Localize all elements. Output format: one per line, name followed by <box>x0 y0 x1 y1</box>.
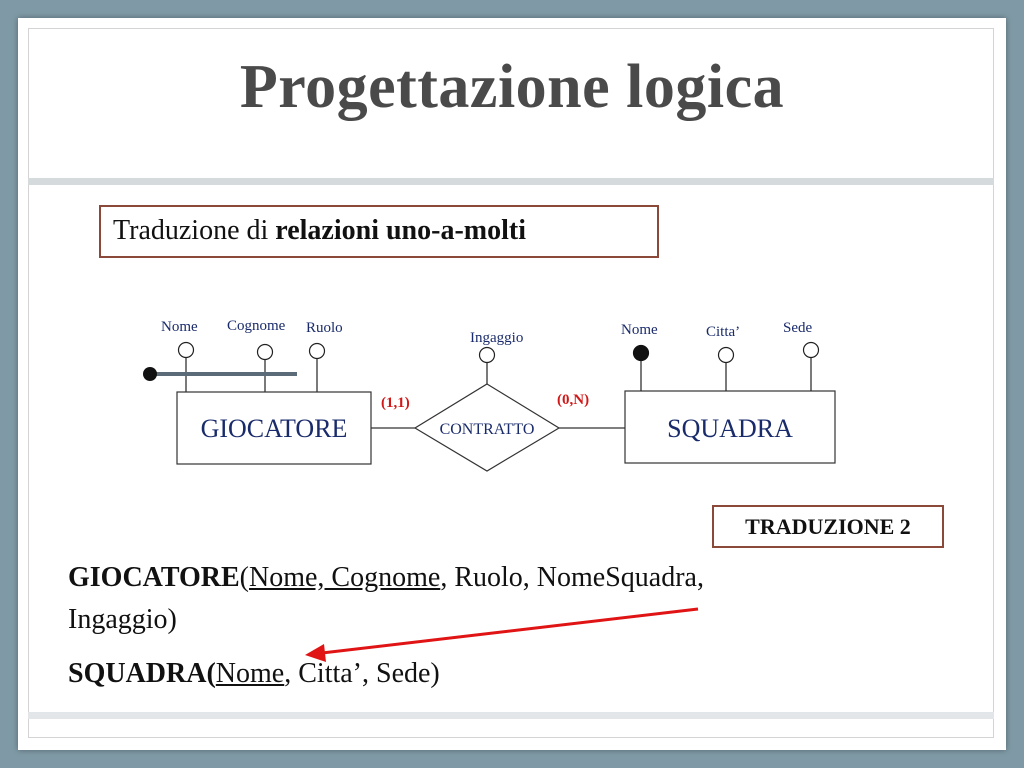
schema-giocatore-rest1: , Ruolo, NomeSquadra, <box>440 562 704 593</box>
schema-giocatore-table: GIOCATORE <box>68 562 240 593</box>
attr-label-cognome: Cognome <box>227 318 286 334</box>
cardinality-right: (0,N) <box>557 392 589 408</box>
slide-inner-border <box>28 28 994 738</box>
attr-label-nome-left: Nome <box>161 319 198 335</box>
key-circle-nome-right <box>632 344 650 362</box>
schema-giocatore-open: ( <box>239 562 249 593</box>
attr-circle-citta <box>717 346 735 364</box>
schema-giocatore-line1: GIOCATORE(Nome, Cognome, Ruolo, NomeSqua… <box>68 562 704 594</box>
attr-label-sede: Sede <box>783 320 813 336</box>
slide-frame <box>18 18 1006 750</box>
attr-circle-cognome <box>256 343 274 361</box>
schema-giocatore-line2: Ingaggio) <box>68 604 177 635</box>
attr-label-citta: Citta’ <box>706 324 740 340</box>
foreign-key-arrowhead <box>305 644 326 662</box>
subtitle-box: Traduzione di relazioni uno-a-molti <box>99 205 659 258</box>
attr-label-nome-right: Nome <box>621 322 658 338</box>
schema-giocatore-key: Nome, Cognome <box>249 562 441 593</box>
schema-squadra-key: Nome <box>215 658 285 689</box>
cardinality-left: (1,1) <box>381 395 410 411</box>
schema-squadra-line: SQUADRA(Nome, Citta’, Sede) <box>68 658 440 690</box>
subtitle-bold: relazioni uno-a-molti <box>275 215 526 246</box>
entity-squadra <box>624 390 836 464</box>
attr-circle-ingaggio <box>478 346 496 364</box>
relationship-contratto <box>413 383 561 472</box>
attr-circle-sede <box>802 341 820 359</box>
attr-label-ruolo: Ruolo <box>306 320 343 336</box>
traduzione-badge: TRADUZIONE 2 <box>712 505 944 548</box>
entity-giocatore-label: GIOCATORE <box>201 414 348 443</box>
composite-key-dot <box>143 367 157 381</box>
entity-squadra-label: SQUADRA <box>667 414 793 443</box>
schema-squadra-open: ( <box>206 658 216 689</box>
schema-squadra-table: SQUADRA <box>68 658 207 689</box>
attr-label-ingaggio: Ingaggio <box>470 330 523 346</box>
title-divider <box>28 178 994 185</box>
slide-title: Progettazione logica <box>239 53 785 121</box>
foreign-key-arrow <box>321 607 699 655</box>
footer-divider <box>28 712 994 719</box>
attr-circle-ruolo <box>308 342 326 360</box>
schema-squadra-rest: , Citta’, Sede) <box>284 658 440 689</box>
attr-circle-nome-left <box>177 341 195 359</box>
subtitle-prefix: Traduzione di <box>113 215 276 246</box>
relationship-contratto-label: CONTRATTO <box>440 421 535 438</box>
